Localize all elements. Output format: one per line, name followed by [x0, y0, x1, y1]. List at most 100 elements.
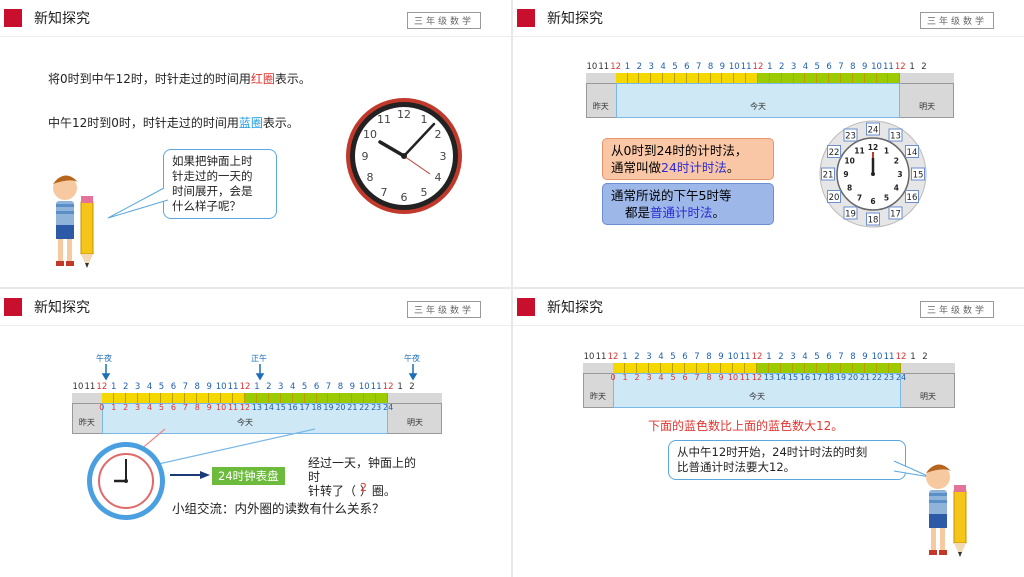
ruler-top-number: 6: [313, 382, 320, 392]
svg-text:10: 10: [363, 128, 377, 141]
ruler-top-number: 9: [349, 382, 356, 392]
ruler-top-number: 2: [778, 62, 785, 72]
ruler-hour-cell: [221, 393, 234, 403]
yesterday-label: 昨天: [590, 392, 606, 401]
ruler-top-number: 9: [861, 62, 868, 72]
dial-outer-number: 15: [913, 171, 924, 181]
header-divider: [513, 36, 1024, 37]
box-24h-system: 从0时到24时的计时法， 通常叫做24时计时法。: [602, 138, 774, 180]
ruler-inner-number: 22: [871, 373, 883, 382]
ruler-hour-cell: [817, 73, 830, 83]
ruler-inner-number: 21: [347, 403, 358, 412]
dial-inner-number: 8: [847, 184, 852, 193]
ruler-inner-number: 2: [634, 373, 640, 382]
ruler-top-number: 7: [325, 382, 332, 392]
ruler-top-number: 1: [909, 62, 915, 72]
ruler-top-number: 2: [122, 382, 129, 392]
tomorrow-label: 明天: [920, 392, 936, 401]
today-label: 今天: [236, 418, 253, 427]
ruler-hour-cell: [663, 73, 675, 83]
ruler-hour-cell: [376, 393, 389, 403]
ruler-top-number: 7: [838, 352, 844, 362]
dial-inner-number: 5: [884, 193, 889, 202]
dial-center: [871, 172, 875, 176]
ruler-inner-number: 16: [799, 373, 811, 382]
ruler-hour-cell: [340, 393, 353, 403]
dial-outer-number: 13: [890, 132, 901, 142]
ruler-hour-cell: [864, 73, 877, 83]
ruler-hour-cell: [829, 73, 841, 83]
slide-title: 新知探究: [34, 11, 90, 27]
ruler-hour-cell: [877, 363, 889, 373]
ruler-hour-cell: [781, 73, 794, 83]
ruler-top-number: 9: [862, 352, 868, 362]
ruler-top-number: 8: [850, 62, 856, 72]
side-question: 经过一天，钟面上的 时 针转了（ ）圈。: [308, 456, 416, 498]
ruler-top-number: 12: [751, 352, 763, 362]
svg-text:2: 2: [435, 128, 442, 141]
header-divider: [513, 325, 1024, 326]
dial-outer-number: 22: [829, 148, 840, 158]
svg-text:1: 1: [421, 113, 428, 126]
text-line: 针转了（ ）圈。: [308, 484, 396, 498]
ruler-top-number: 8: [337, 382, 344, 392]
svg-text:3: 3: [440, 150, 447, 163]
ruler-top-number: 2: [636, 62, 643, 72]
ruler-inner-number: 22: [359, 403, 370, 412]
dial-outer-box: [843, 128, 858, 142]
dial-inner-number: 11: [854, 147, 864, 156]
highlight-blue: 蓝圈: [238, 116, 263, 130]
bubble-line: 比普通计时法要大12。: [677, 460, 796, 474]
ruler-top-number: 5: [301, 382, 308, 392]
ruler-top-number: 12: [382, 382, 394, 392]
ruler-hour-cell: [280, 393, 293, 403]
comparison-text: 下面的蓝色数比上面的蓝色数大12。: [648, 419, 844, 433]
svg-text:12: 12: [397, 108, 411, 121]
ruler-hour-cell: [865, 363, 877, 373]
ruler-inner-number: 6: [170, 403, 176, 412]
ruler-inner-number: 23: [883, 373, 895, 382]
ruler-hour-cell: [840, 73, 853, 83]
grade-badge: 三年级数学: [919, 301, 994, 318]
ruler-top-number: 12: [752, 62, 764, 72]
header-divider: [0, 36, 511, 37]
ruler-top-number: 12: [239, 382, 251, 392]
ruler-inner-number: 17: [811, 373, 823, 382]
ruler-hour-cell: [757, 363, 769, 373]
ruler-top-number: 12: [895, 352, 907, 362]
ruler-top-number: 5: [814, 352, 820, 362]
header-mark: [517, 298, 535, 316]
ruler-top-number: 1: [622, 352, 628, 362]
ruler-hour-cell: [161, 393, 174, 403]
bubble-line: 如果把钟面上时: [172, 154, 253, 168]
ruler-inner-number: 1: [622, 373, 628, 382]
ruler-hour-cell: [364, 393, 377, 403]
ruler-inner-number: 0: [610, 373, 616, 382]
ruler-hour-cell: [125, 393, 138, 403]
text-line: 时: [308, 470, 321, 484]
dial-outer-box: [821, 167, 835, 181]
svg-text:6: 6: [401, 191, 408, 204]
ruler-hour-cell: [185, 393, 198, 403]
ruler-hour-cell: [793, 73, 806, 83]
box-line: 通常所说的下午5时等: [611, 188, 732, 203]
ruler-hour-cell: [304, 393, 317, 403]
ruler-hour-cell: [746, 73, 758, 83]
ruler-inner-number: 5: [670, 373, 676, 382]
ruler-hour-cell: [841, 363, 853, 373]
dial-inner-number: 4: [894, 184, 899, 193]
ruler-top-number: 7: [694, 352, 700, 362]
box-line: 都是普通计时法。: [611, 204, 765, 221]
ruler-inner-number: 18: [823, 373, 835, 382]
boy-figure-icon: [53, 175, 94, 268]
bubble-line: 时间展开，会是: [172, 184, 253, 198]
ruler-top-number: 1: [624, 62, 631, 72]
dial-outer-box: [888, 128, 903, 142]
dial-outer-box: [904, 190, 919, 203]
dial-outer-box: [866, 122, 880, 136]
ruler-hour-cell: [651, 73, 664, 83]
ruler-inner-number: 5: [158, 403, 164, 412]
dial-outer-number: 20: [829, 193, 840, 203]
